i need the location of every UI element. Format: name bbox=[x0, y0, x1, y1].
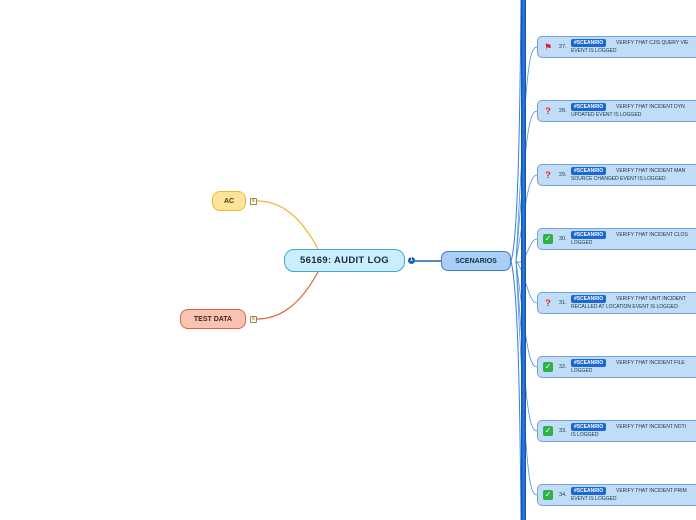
scenario-number: 31. bbox=[559, 300, 567, 306]
scenario-tag[interactable]: #SCEANRIO bbox=[571, 359, 607, 367]
scenario-text-line-2: UPDATED EVENT IS LOGGED bbox=[571, 112, 642, 118]
scenario-tag[interactable]: #SCEANRIO bbox=[571, 487, 607, 495]
scenario-number: 28. bbox=[559, 108, 567, 114]
scenario-card[interactable]: ✓ 30. #SCEANRIO VERIFY THAT INCIDENT CLOS LO… bbox=[537, 228, 696, 250]
scenario-text-line-2: LOGGED bbox=[571, 368, 593, 374]
test-data-topic[interactable]: TEST DATA bbox=[180, 309, 246, 329]
check-icon: ✓ bbox=[543, 490, 553, 500]
scenario-number: 29. bbox=[559, 172, 567, 178]
check-icon: ✓ bbox=[543, 362, 553, 372]
scenario-tag[interactable]: #SCEANRIO bbox=[571, 231, 607, 239]
scenario-text-line-1: VERIFY THAT CJIS QUERY VIE bbox=[616, 40, 689, 46]
scenario-card[interactable]: ? 31. #SCEANRIO VERIFY THAT UNIT INCIDENT RE… bbox=[537, 292, 696, 314]
scenario-card[interactable]: ? 28. #SCEANRIO VERIFY THAT INCIDENT DYN UPD… bbox=[537, 100, 696, 122]
scenarios-topic[interactable]: SCENARIOS bbox=[441, 251, 511, 271]
check-icon: ✓ bbox=[543, 234, 553, 244]
scenario-card[interactable]: ? 29. #SCEANRIO VERIFY THAT INCIDENT MAN SOU… bbox=[537, 164, 696, 186]
question-icon: ? bbox=[545, 106, 551, 116]
scenario-text-line-2: SOURCE CHANGED EVENT IS LOGGED bbox=[571, 176, 666, 182]
scenario-number: 32. bbox=[559, 364, 567, 370]
scenario-connector bbox=[515, 260, 538, 368]
scenario-text-line-1: VERIFY THAT INCIDENT CLOS bbox=[616, 232, 688, 238]
scenario-connector bbox=[515, 260, 538, 432]
scenario-card[interactable]: ✓ 32. #SCEANRIO VERIFY THAT INCIDENT FILE LO… bbox=[537, 356, 696, 378]
trunk-bottom-connector bbox=[510, 260, 522, 520]
scenario-tag[interactable]: #SCEANRIO bbox=[571, 167, 607, 175]
check-icon: ✓ bbox=[543, 426, 553, 436]
collapse-count-badge[interactable]: 1 bbox=[408, 257, 415, 264]
scenario-text-line-2: IS LOGGED bbox=[571, 432, 599, 438]
scenario-card[interactable]: ✓ 33. #SCEANRIO VERIFY THAT INCIDENT NOTI IS… bbox=[537, 420, 696, 442]
note-icon[interactable]: ≡ bbox=[250, 198, 257, 205]
scenario-text-line-2: LOGGED bbox=[571, 240, 593, 246]
scenario-number: 27. bbox=[559, 44, 567, 50]
question-icon: ? bbox=[545, 170, 551, 180]
scenario-card[interactable]: ⚑ 27. #SCEANRIO VERIFY THAT CJIS QUERY VIE E… bbox=[537, 36, 696, 58]
scenario-text-line-1: VERIFY THAT INCIDENT NOTI bbox=[616, 424, 687, 430]
scenario-number: 30. bbox=[559, 236, 567, 242]
ac-topic[interactable]: AC bbox=[212, 191, 246, 211]
root-topic[interactable]: 56169: AUDIT LOG bbox=[284, 249, 405, 272]
trunk-top-connector bbox=[510, 0, 522, 262]
scenario-connector bbox=[515, 174, 538, 262]
scenario-connector bbox=[515, 238, 538, 263]
scenario-text-line-1: VERIFY THAT INCIDENT DYN bbox=[616, 104, 685, 110]
scenario-tag[interactable]: #SCEANRIO bbox=[571, 103, 607, 111]
scenario-text-line-1: VERIFY THAT UNIT INCIDENT bbox=[616, 296, 686, 302]
note-icon[interactable]: ≡ bbox=[250, 316, 257, 323]
question-icon: ? bbox=[545, 298, 551, 308]
test-data-connector bbox=[256, 271, 319, 320]
scenario-number: 34. bbox=[559, 492, 567, 498]
scenario-text-line-2: EVENT IS LOGGED bbox=[571, 496, 617, 502]
scenario-text-line-2: RECALLED AT LOCATION EVENT IS LOGGED bbox=[571, 304, 678, 310]
scenario-branch-trunk bbox=[521, 0, 526, 520]
scenario-tag[interactable]: #SCEANRIO bbox=[571, 423, 607, 431]
scenario-text-line-2: EVENT IS LOGGED bbox=[571, 48, 617, 54]
scenario-connector bbox=[515, 46, 538, 262]
ac-connector bbox=[256, 200, 319, 250]
scenario-text-line-1: VERIFY THAT INCIDENT MAN bbox=[616, 168, 686, 174]
scenario-connector bbox=[515, 110, 538, 262]
flag-icon: ⚑ bbox=[543, 42, 553, 52]
scenario-text-line-1: VERIFY THAT INCIDENT PRIM bbox=[616, 488, 687, 494]
scenario-tag[interactable]: #SCEANRIO bbox=[571, 295, 607, 303]
scenario-connector bbox=[515, 260, 538, 496]
scenario-connector bbox=[515, 260, 538, 304]
scenario-number: 33. bbox=[559, 428, 567, 434]
scenario-tag[interactable]: #SCEANRIO bbox=[571, 39, 607, 47]
scenario-card[interactable]: ✓ 34. #SCEANRIO VERIFY THAT INCIDENT PRIM EV… bbox=[537, 484, 696, 506]
scenario-text-line-1: VERIFY THAT INCIDENT FILE bbox=[616, 360, 685, 366]
